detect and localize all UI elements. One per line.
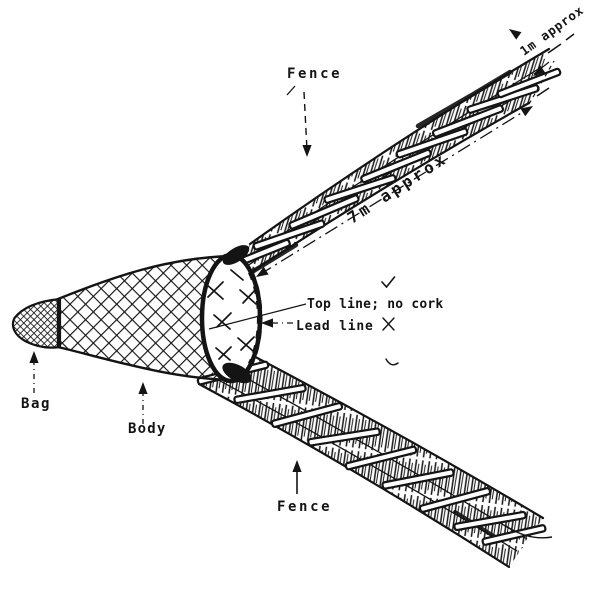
callouts: Fence Fence Bag Body Top line; no cork L…	[21, 66, 443, 515]
label-fence-top-tick	[286, 85, 296, 96]
stake	[360, 148, 432, 184]
stake	[418, 487, 492, 513]
upper-fence-stakes	[219, 67, 562, 274]
stake	[252, 219, 326, 251]
stake	[431, 104, 505, 138]
net-bag	[11, 297, 62, 349]
lead-line-weights	[248, 270, 263, 366]
upper-fence-end-dashes	[536, 33, 575, 97]
check-mark-icon	[381, 276, 396, 289]
upper-fence	[219, 33, 575, 290]
top-junction-knot	[222, 245, 250, 265]
label-fence-top: Fence	[287, 66, 342, 82]
label-fence-top-arrow	[302, 145, 312, 157]
stake	[381, 468, 455, 490]
label-fence-bottom: Fence	[277, 499, 332, 515]
stake	[307, 427, 381, 447]
label-lead-line: Lead line	[296, 319, 374, 334]
stake	[233, 383, 307, 405]
label-body: Body	[128, 421, 167, 437]
vee-mark-icon	[385, 358, 399, 366]
stake	[323, 174, 397, 204]
label-body-arrow	[138, 382, 148, 394]
lower-fence-top-edge	[238, 347, 545, 520]
stake	[481, 524, 547, 546]
label-top-line-leader	[208, 303, 307, 330]
label-fence-top-leader	[303, 91, 308, 151]
stake	[344, 445, 418, 471]
lower-fence-bottom-edge	[197, 382, 511, 569]
upper-fence-dark-bunching	[249, 69, 513, 275]
label-fence-bottom-arrow	[292, 460, 302, 472]
lower-fence	[196, 347, 553, 569]
lower-fence-tail-line	[505, 525, 553, 539]
cross-mark-icon	[382, 317, 395, 331]
hoop-inner-mesh-marks	[205, 269, 257, 361]
stake	[395, 127, 469, 159]
dimension-1m-arrow-top	[506, 25, 522, 40]
bottom-junction-knot	[222, 362, 252, 384]
stake	[453, 510, 527, 532]
dimension-1m-arrow-tail	[533, 61, 550, 75]
dimension-7m: 7m approx	[253, 102, 536, 281]
label-bag-arrow	[29, 351, 39, 363]
stake	[288, 194, 360, 230]
label-lead-line-arrow	[261, 318, 273, 328]
label-bag: Bag	[21, 396, 51, 412]
stake	[270, 402, 344, 428]
dimension-7m-line	[258, 106, 532, 276]
dimension-1m-extent-line	[528, 60, 555, 105]
mouth-hoop	[199, 245, 263, 384]
label-top-line: Top line; no cork	[307, 297, 443, 312]
